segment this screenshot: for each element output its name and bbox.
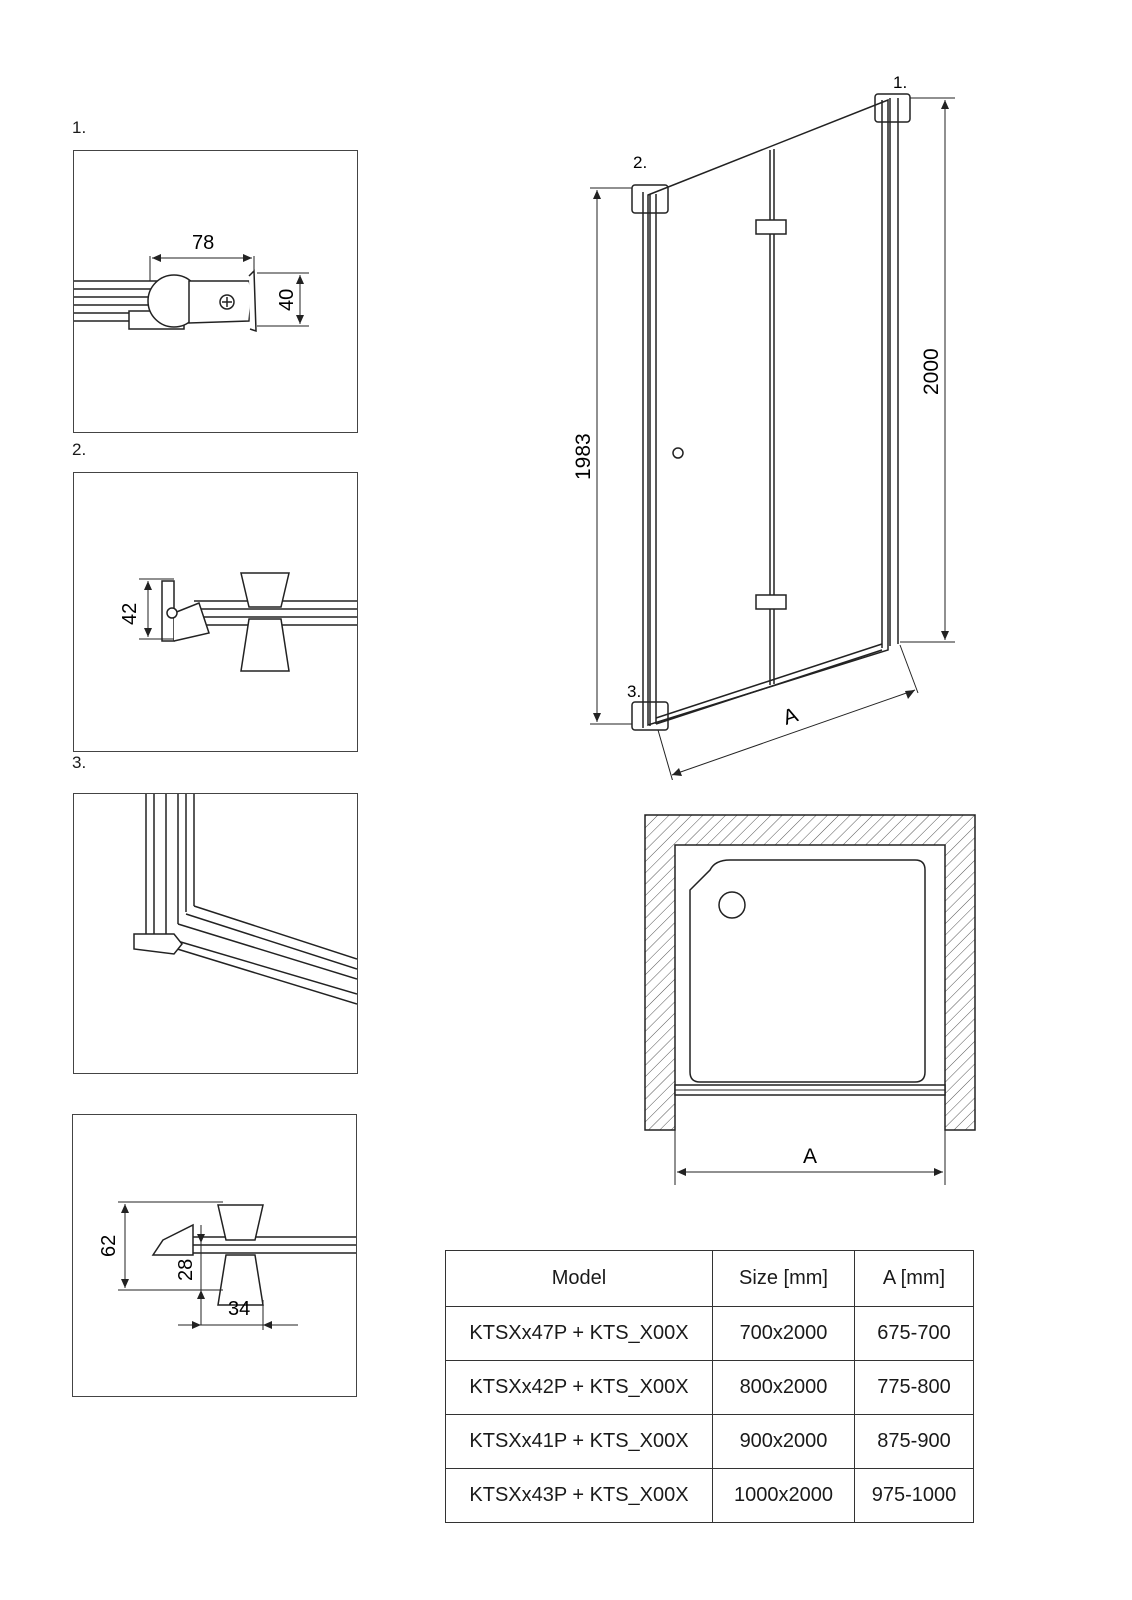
- size-cell: 800x2000: [712, 1360, 855, 1415]
- detail-1-label: 1.: [72, 118, 87, 137]
- size-cell: 1000x2000: [712, 1468, 855, 1523]
- detail-3-panel: [73, 793, 358, 1074]
- height-1983-label: 1983: [572, 433, 595, 480]
- a-range-cell: 975-1000: [854, 1468, 974, 1523]
- table-row: KTSXx43P + KTS_X00X 1000x2000 975-1000: [445, 1468, 974, 1523]
- detail-2-drawing: 42: [119, 572, 357, 672]
- a-range-cell: 675-700: [854, 1306, 974, 1361]
- detail-3-drawing: [133, 794, 357, 1005]
- col-size-header: Size [mm]: [712, 1250, 855, 1307]
- detail-1-width-dim: 78: [192, 232, 214, 254]
- door-isometric-drawing: 1. 2. 3. 1983 2000 A: [572, 73, 955, 780]
- detail-1-drawing: 78 40: [74, 232, 309, 333]
- detail-1-panel: 78 40: [73, 150, 358, 433]
- col-a-header: A [mm]: [854, 1250, 974, 1307]
- detail-4-panel: 62 28 34: [72, 1114, 357, 1397]
- detail-2-panel: 42: [73, 472, 358, 752]
- detail-2-height-dim: 42: [119, 603, 141, 625]
- detail-3-label: 3.: [72, 753, 87, 772]
- height-2000-label: 2000: [920, 348, 943, 395]
- a-range-cell: 775-800: [854, 1360, 974, 1415]
- callout-3: 3.: [627, 682, 641, 701]
- model-size-table: Model Size [mm] A [mm] KTSXx47P + KTS_X0…: [445, 1250, 974, 1523]
- callout-1: 1.: [893, 73, 907, 92]
- col-model-header: Model: [445, 1250, 713, 1307]
- size-cell: 900x2000: [712, 1414, 855, 1469]
- detail-2-label: 2.: [72, 440, 87, 459]
- detail-4-height-dim: 62: [98, 1235, 120, 1257]
- floor-plan-drawing: A: [644, 814, 976, 1185]
- model-cell: KTSXx43P + KTS_X00X: [445, 1468, 713, 1523]
- model-cell: KTSXx42P + KTS_X00X: [445, 1360, 713, 1415]
- table-header-row: Model Size [mm] A [mm]: [445, 1250, 974, 1307]
- detail-1-height-dim: 40: [276, 289, 298, 311]
- detail-4-inner-dim: 28: [175, 1259, 197, 1281]
- width-a-label: A: [780, 703, 801, 729]
- size-cell: 700x2000: [712, 1306, 855, 1361]
- model-cell: KTSXx47P + KTS_X00X: [445, 1306, 713, 1361]
- detail-4-drawing: 62 28 34: [98, 1201, 356, 1330]
- model-cell: KTSXx41P + KTS_X00X: [445, 1414, 713, 1469]
- table-row: KTSXx41P + KTS_X00X 900x2000 875-900: [445, 1414, 974, 1469]
- plan-width-a-label: A: [803, 1145, 817, 1168]
- a-range-cell: 875-900: [854, 1414, 974, 1469]
- table-row: KTSXx47P + KTS_X00X 700x2000 675-700: [445, 1306, 974, 1361]
- detail-4-width-dim: 34: [228, 1298, 250, 1320]
- table-row: KTSXx42P + KTS_X00X 800x2000 775-800: [445, 1360, 974, 1415]
- callout-2: 2.: [633, 153, 647, 172]
